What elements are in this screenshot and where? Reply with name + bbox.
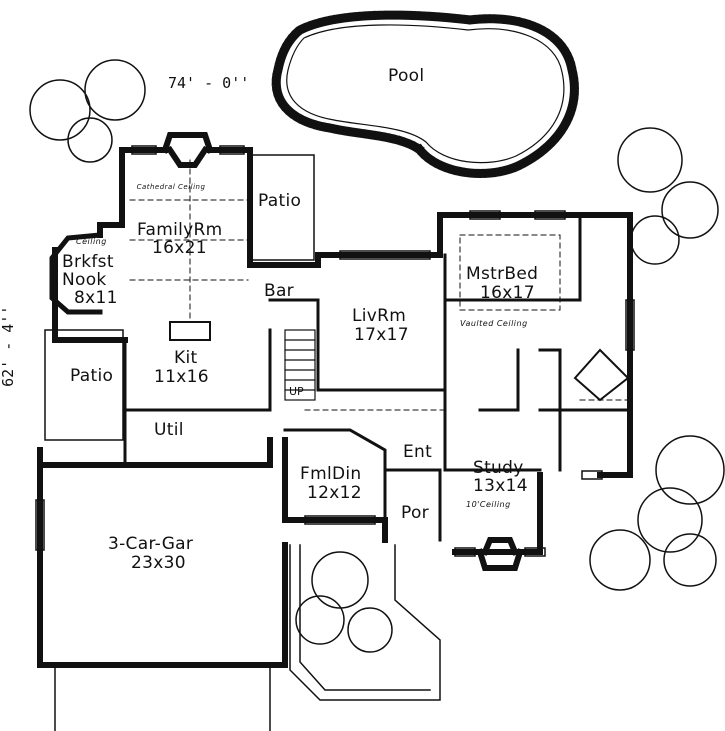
utility-label: Util [154, 420, 184, 440]
stairs [284, 329, 316, 401]
pool-outline [271, 10, 579, 178]
kitchen-label: Kit [174, 348, 198, 368]
dining-size: 12x12 [307, 483, 362, 503]
nook-ceiling-note: Ceiling [76, 237, 107, 246]
study-ceiling-note: 10'Ceiling [466, 500, 511, 509]
garage-label: 3-Car-Gar [108, 534, 194, 554]
interior-walls [123, 213, 632, 542]
stairs-up-label: UP [289, 385, 304, 398]
bar-label: Bar [264, 281, 294, 301]
trees [29, 59, 725, 653]
dining-label: FmlDin [300, 464, 362, 484]
entry-label: Ent [403, 442, 433, 462]
patio-top-outline [251, 154, 315, 261]
family-ceiling-note: Cathedral Ceiling [136, 183, 206, 191]
family-room-label: FamilyRm [137, 220, 223, 240]
living-room-size: 17x17 [354, 325, 409, 345]
nook-label-line2: Nook [62, 270, 107, 290]
front-walk [289, 544, 441, 701]
kitchen-island [169, 321, 211, 341]
patio-left-label: Patio [70, 366, 114, 386]
family-room-size: 16x21 [152, 238, 207, 258]
driveway-lines [54, 664, 271, 731]
family-fireplace [161, 132, 214, 168]
living-room-label: LivRm [352, 306, 407, 326]
kitchen-size: 11x16 [154, 367, 209, 387]
overall-width-dimension: 74' - 0'' [168, 74, 250, 92]
bathtub [573, 348, 630, 402]
study-size: 13x14 [473, 476, 528, 496]
master-bed-label: MstrBed [466, 264, 539, 284]
exterior-walls [37, 147, 633, 668]
study-fireplace [476, 537, 524, 571]
nook-bay [49, 232, 103, 315]
garage-size: 23x30 [131, 553, 186, 573]
overall-depth-dimension: 62' - 4'' [0, 305, 18, 387]
patio-left-outline [44, 329, 124, 441]
porch-label: Por [401, 503, 429, 523]
patio-top-label: Patio [258, 191, 302, 211]
pool-label: Pool [388, 66, 425, 86]
ceiling-lines [129, 159, 631, 411]
windows [35, 145, 635, 557]
nook-label-line1: Brkfst [62, 252, 114, 272]
nook-size: 8x11 [74, 288, 118, 308]
master-bed-size: 16x17 [480, 283, 535, 303]
study-label: Study [473, 458, 524, 478]
master-ceiling-note: Vaulted Ceiling [460, 319, 528, 328]
